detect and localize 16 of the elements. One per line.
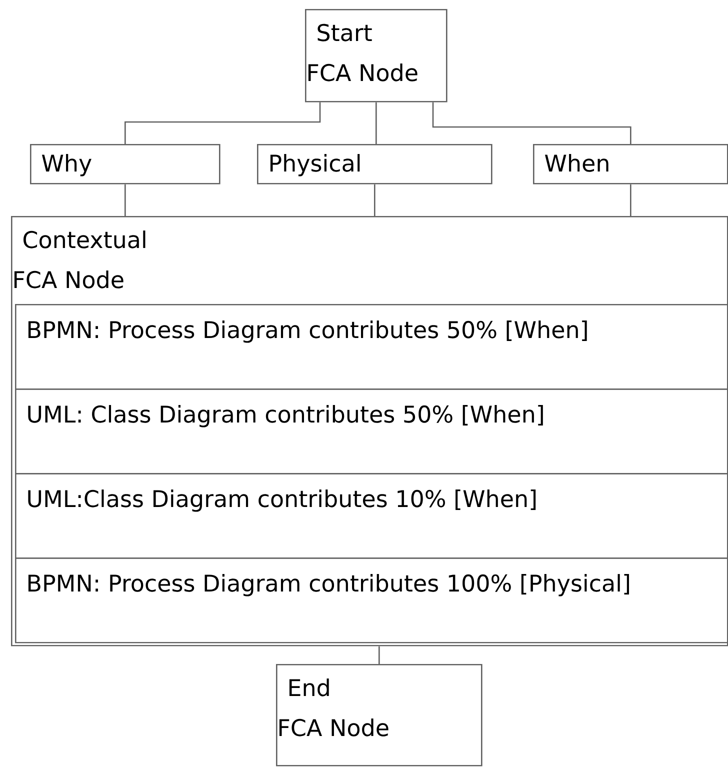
connector [630,184,632,216]
row-box: UML: Class Diagram contributes 50% [When] [15,388,728,474]
row-box: UML:Class Diagram contributes 10% [When] [15,473,728,559]
row-box: BPMN: Process Diagram contributes 50% [When] [15,304,728,390]
row-box: BPMN: Process Diagram contributes 100% [Physical] [15,558,728,644]
connector [378,646,380,664]
connector [124,184,126,216]
connector [376,102,377,144]
process-box: Start FCA Node [305,9,448,102]
process-box: Physical [257,144,492,184]
process-box: End FCA Node [276,664,482,766]
connector [432,102,632,144]
process-box: When [533,144,728,184]
connector [124,102,321,144]
connector [374,184,376,216]
process-box: Why [30,144,220,184]
